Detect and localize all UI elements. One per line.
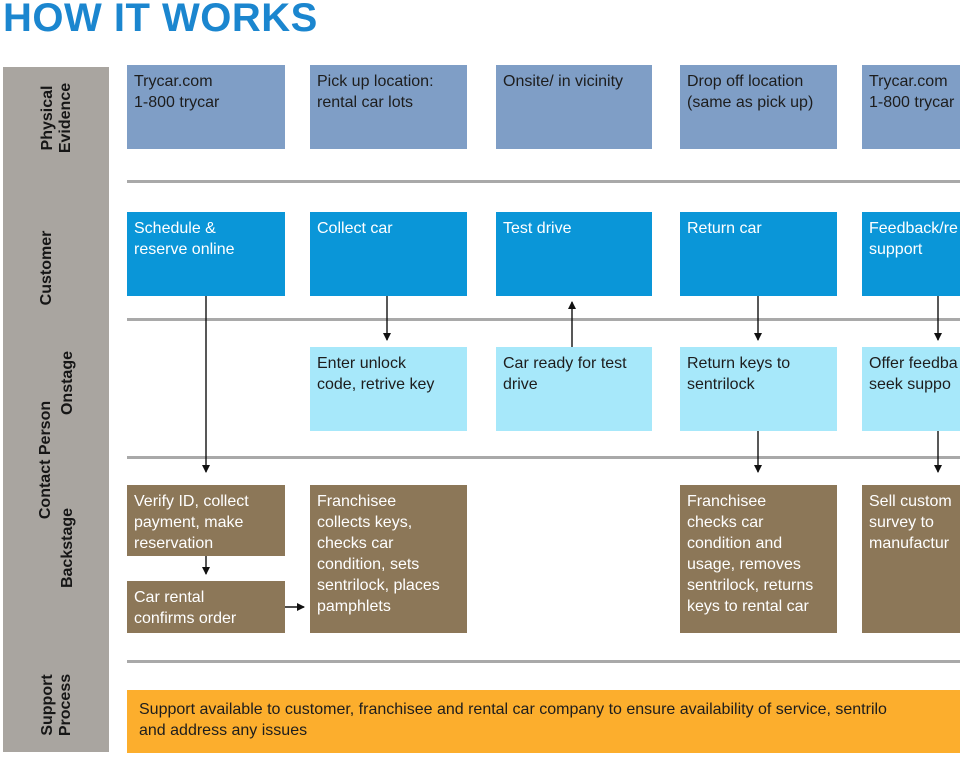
- support-box: Support available to customer, franchise…: [127, 690, 960, 753]
- onstage-box: Return keys to sentrilock: [680, 347, 837, 431]
- lane-sidebar: [3, 67, 109, 752]
- onstage-box: Enter unlock code, retrive key: [310, 347, 467, 431]
- customer-box: Test drive: [496, 212, 652, 296]
- backstage-box: Franchisee checks car condition and usag…: [680, 485, 837, 633]
- backstage-box: Car rental confirms order: [127, 581, 285, 633]
- separator-backstage-support: [127, 660, 960, 663]
- separator-onstage-backstage: [127, 456, 960, 459]
- physical-evidence-box: Trycar.com 1-800 trycar: [127, 65, 285, 149]
- customer-box: Feedback/re support: [862, 212, 960, 296]
- backstage-box: Franchisee collects keys, checks car con…: [310, 485, 467, 633]
- onstage-box: Offer feedba seek suppo: [862, 347, 960, 431]
- customer-box: Schedule & reserve online: [127, 212, 285, 296]
- backstage-box: Sell custom survey to manufactur: [862, 485, 960, 633]
- onstage-box: Car ready for test drive: [496, 347, 652, 431]
- physical-evidence-box: Drop off location (same as pick up): [680, 65, 837, 149]
- physical-evidence-box: Onsite/ in vicinity: [496, 65, 652, 149]
- physical-evidence-box: Pick up location: rental car lots: [310, 65, 467, 149]
- separator-customer-onstage: [127, 318, 960, 321]
- customer-box: Collect car: [310, 212, 467, 296]
- page-title: HOW IT WORKS: [3, 0, 318, 40]
- physical-evidence-box: Trycar.com 1-800 trycar: [862, 65, 960, 149]
- backstage-box: Verify ID, collect payment, make reserva…: [127, 485, 285, 556]
- customer-box: Return car: [680, 212, 837, 296]
- separator-physical-customer: [127, 180, 960, 183]
